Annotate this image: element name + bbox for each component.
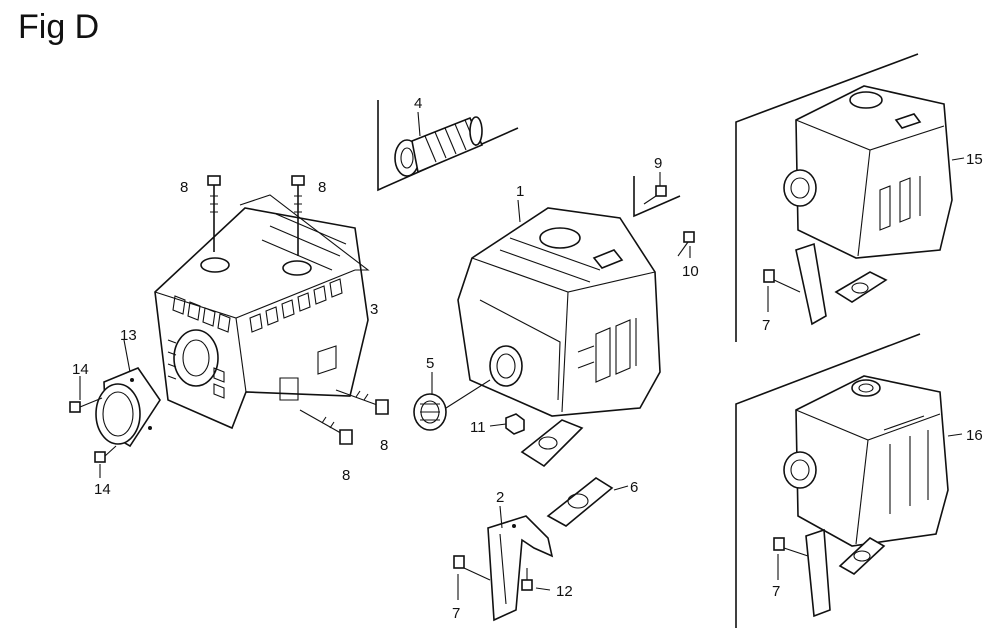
spark-arrester-screen [394, 116, 484, 177]
bolt-8-lower-left [299, 409, 353, 445]
callout-13: 13 [120, 327, 137, 344]
bolt-10 [677, 231, 695, 257]
bolt-8-lower-right [335, 389, 389, 415]
callout-1: 1 [516, 183, 524, 200]
bolt-8-top-left [207, 175, 221, 252]
inset-muffler-16 [735, 333, 963, 628]
bolt-9 [643, 185, 667, 205]
callout-5: 5 [426, 355, 434, 372]
callout-8-top-right: 8 [318, 179, 326, 196]
callout-15: 15 [966, 151, 983, 168]
protector-bolt-hole-right [282, 260, 312, 276]
muffler [457, 207, 661, 417]
nut-11 [505, 413, 525, 435]
bolt-7-stay [453, 555, 491, 581]
callout-8-lower-left: 8 [342, 467, 350, 484]
inset-spark-arrester [377, 100, 519, 192]
muffler-protector [154, 194, 370, 430]
figure-title: Fig D [18, 8, 100, 46]
callout-3: 3 [370, 301, 378, 318]
callout-8-top-left: 8 [180, 179, 188, 196]
callout-14-lower: 14 [94, 481, 111, 498]
callout-2: 2 [496, 489, 504, 506]
outlet-insert [413, 379, 491, 431]
callout-7-inset15: 7 [762, 317, 770, 334]
screw-14-lower [94, 445, 117, 463]
muffler-top-port [539, 227, 581, 249]
screw-14-upper [69, 397, 103, 413]
callout-7-stay: 7 [452, 605, 460, 622]
callout-11: 11 [470, 419, 486, 436]
exhaust-outlet-cover [95, 367, 161, 448]
protector-outlet-opening [173, 329, 219, 387]
callout-10: 10 [682, 263, 699, 280]
muffler-outlet-pipe [489, 345, 523, 387]
callout-7-inset16: 7 [772, 583, 780, 600]
callout-8-lower-right: 8 [380, 437, 388, 454]
callout-4: 4 [414, 95, 422, 112]
bolt-12 [521, 568, 533, 591]
callout-6: 6 [630, 479, 638, 496]
callout-14-upper: 14 [72, 361, 89, 378]
callout-9: 9 [654, 155, 662, 172]
gasket-6 [546, 477, 614, 527]
bolt-8-top-right [291, 175, 305, 256]
protector-vent-slots [172, 213, 347, 333]
gasket-muffler [520, 419, 584, 468]
inset-muffler-15 [735, 53, 965, 342]
callout-labels: 1 2 3 4 5 6 7 7 7 8 8 8 8 9 10 11 12 13 … [72, 95, 983, 622]
muffler-stay [487, 515, 554, 622]
callout-12: 12 [556, 583, 573, 600]
protector-bolt-hole-left [200, 257, 230, 273]
callout-16: 16 [966, 427, 983, 444]
